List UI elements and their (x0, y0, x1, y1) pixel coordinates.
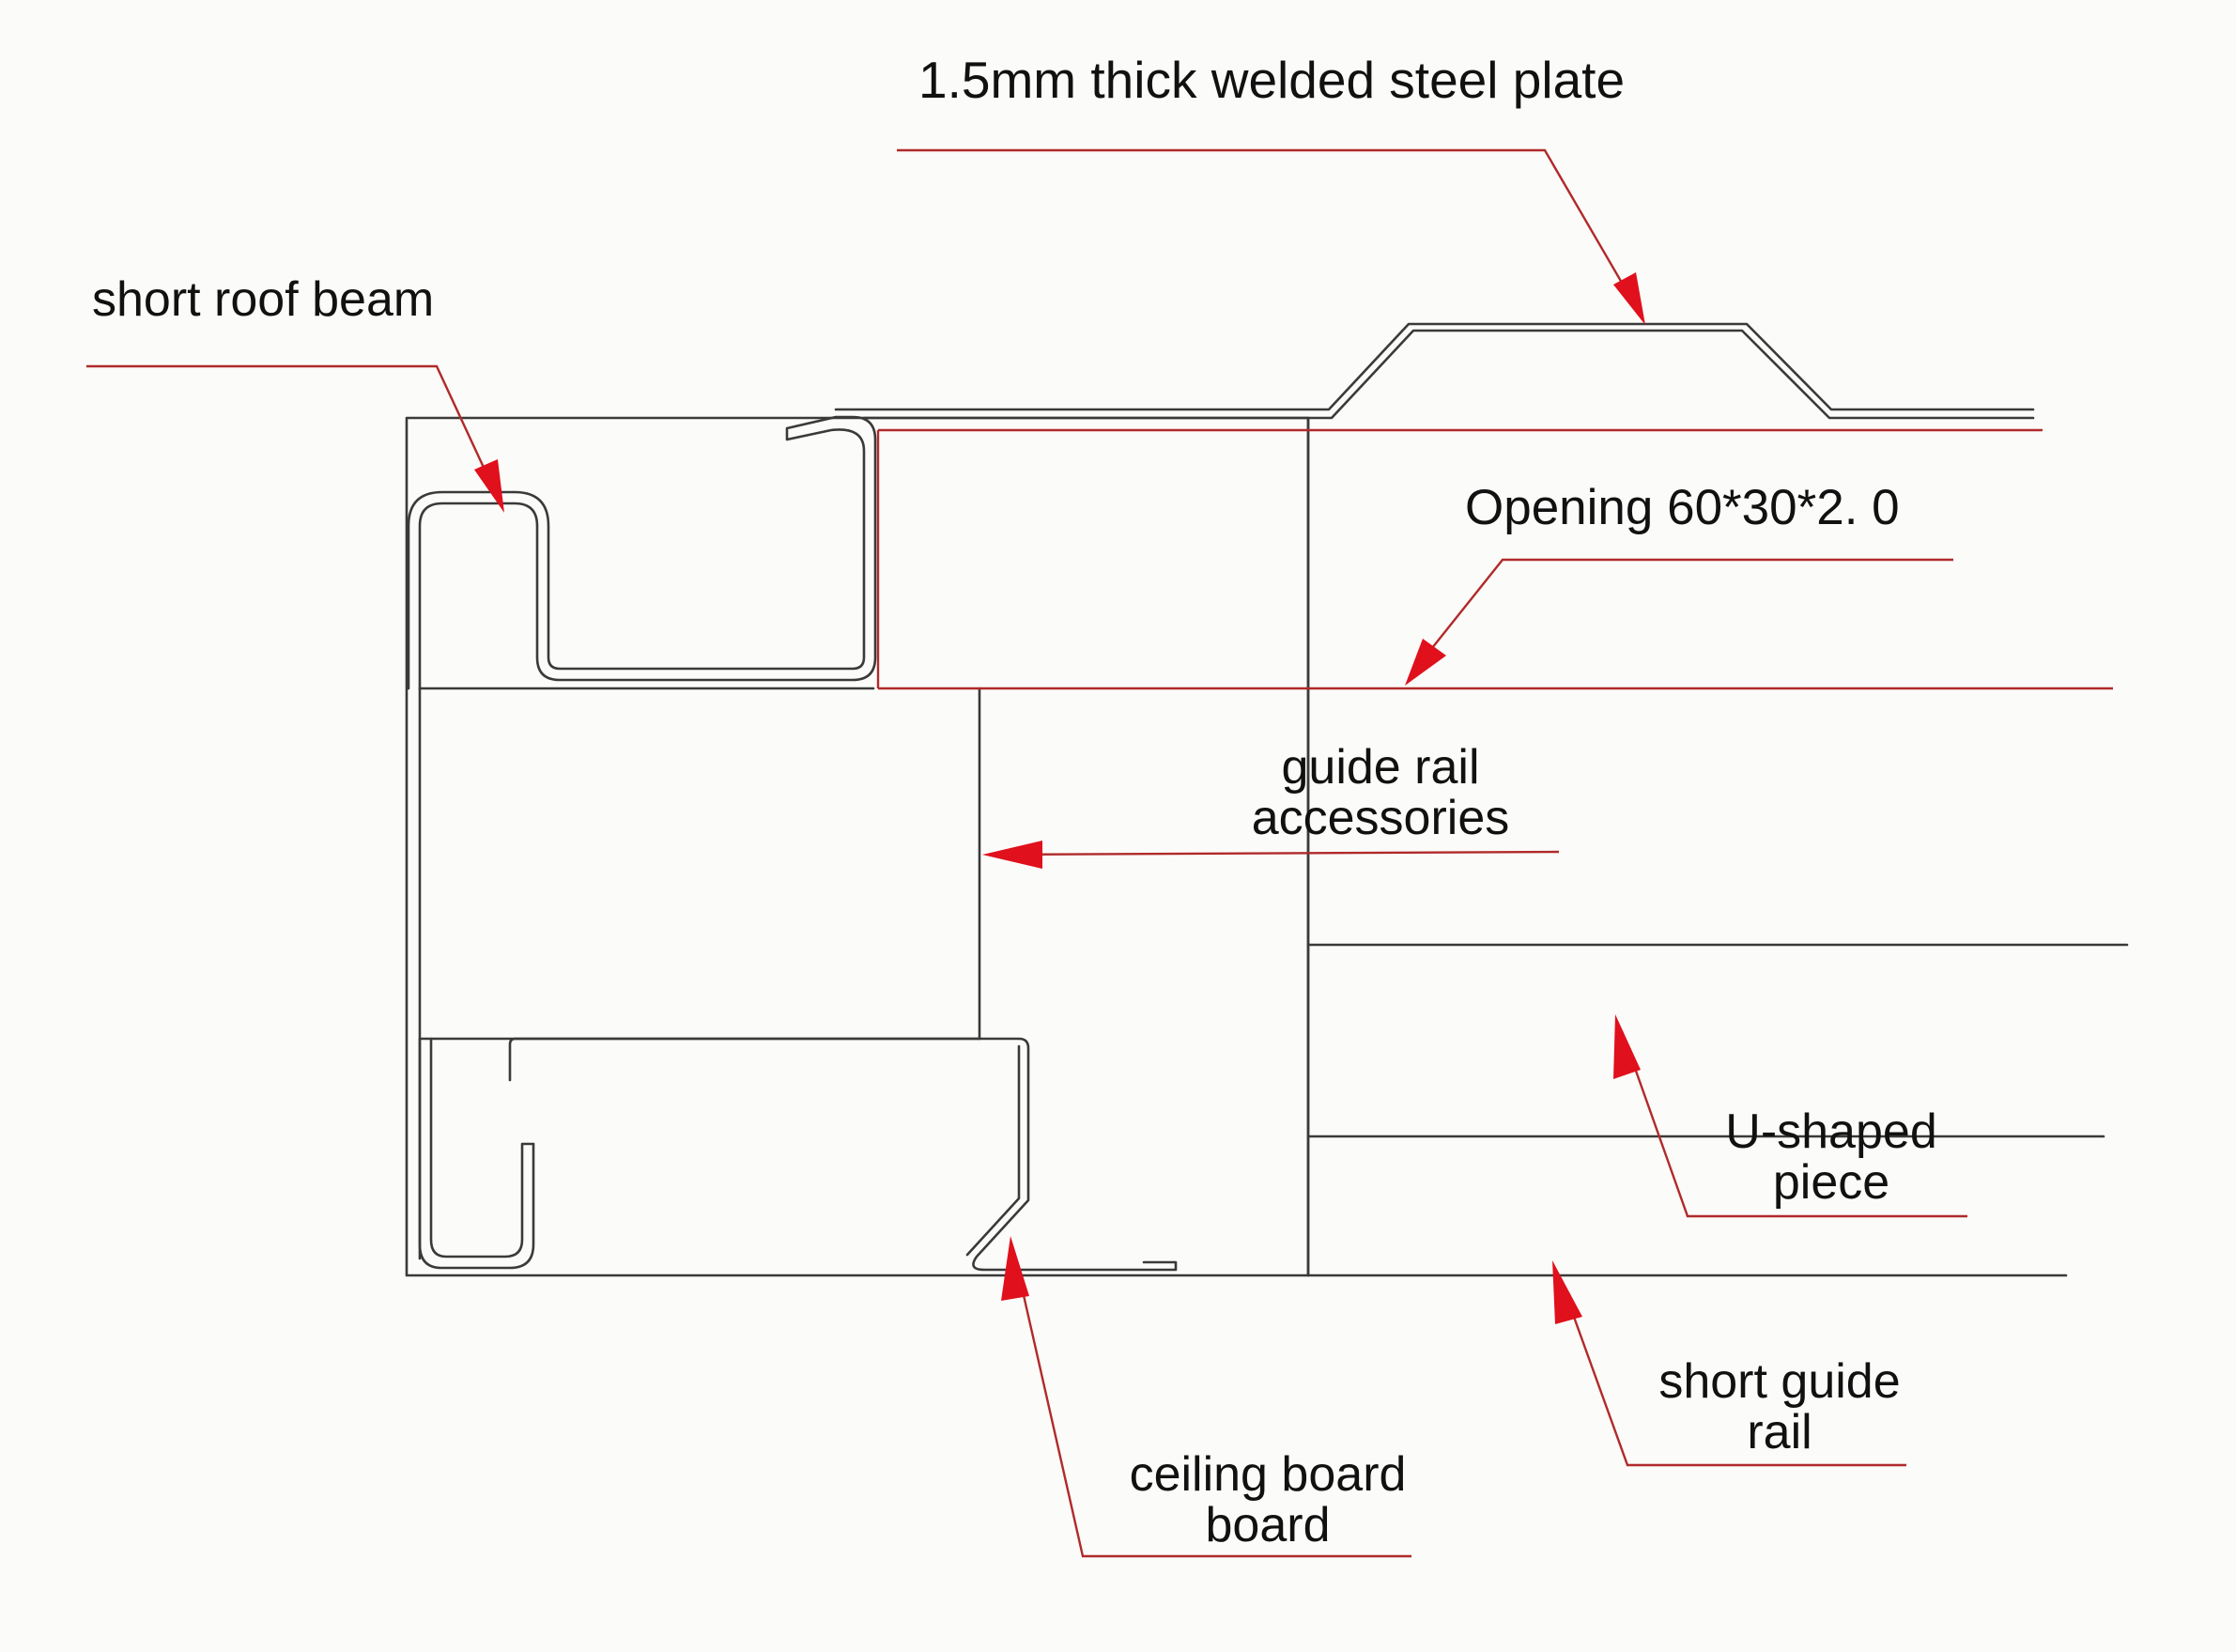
u-piece-profile-inner (965, 1044, 1021, 1257)
u-piece-lower-lip-inner (429, 1037, 535, 1258)
arrow-short-guide-rail (1552, 1260, 1582, 1324)
u-piece-profile (508, 1037, 1178, 1272)
label-ceiling-board-line1: ceiling board (1129, 1447, 1407, 1502)
arrow-ceiling-board (1001, 1236, 1029, 1301)
steel-plate-profile (834, 322, 2035, 411)
leader-roof-beam (86, 364, 500, 499)
label-u-piece-line1: U-shaped (1725, 1104, 1937, 1159)
u-piece-lower-lip (418, 1037, 535, 1270)
leader-short-guide-rail (1557, 1274, 1906, 1467)
label-opening: Opening 60*30*2. 0 (1465, 480, 1900, 535)
steel-plate-profile-inner (862, 329, 2035, 420)
arrow-opening (1405, 639, 1446, 686)
outer-frame (405, 416, 1310, 1277)
label-u-piece-line2: piece (1772, 1155, 1890, 1210)
label-roof-beam: short roof beam (92, 272, 435, 327)
leader-guide-rail (995, 850, 1560, 857)
arrow-roof-beam (474, 459, 504, 513)
leader-steel-plate (897, 148, 1641, 313)
label-ceiling-board-line2: board (1205, 1498, 1331, 1552)
roof-beam-profile (407, 415, 877, 690)
arrow-guide-rail (982, 841, 1042, 869)
label-u-piece: U-shaped piece (1690, 1106, 1972, 1208)
label-guide-rail-line2: accessories (1251, 791, 1510, 845)
structure (405, 322, 2129, 1277)
label-short-guide-rail: short guide rail (1634, 1356, 1925, 1458)
leader-ceiling-board (1012, 1253, 1411, 1558)
leader-u-piece (1620, 1030, 1967, 1218)
arrow-u-piece (1613, 1014, 1641, 1079)
leaders (86, 148, 1967, 1558)
label-ceiling-board: ceiling board board (1108, 1449, 1427, 1551)
label-guide-rail-accessories: guide rail accessories (1221, 742, 1540, 843)
label-steel-plate: 1.5mm thick welded steel plate (918, 51, 1626, 109)
leader-opening (1412, 558, 1953, 672)
arrow-steel-plate (1613, 272, 1645, 325)
opening-outline (876, 428, 2113, 690)
label-guide-rail-line1: guide rail (1281, 740, 1480, 795)
label-short-guide-rail-line2: rail (1747, 1405, 1812, 1459)
label-short-guide-rail-line1: short guide (1658, 1354, 1901, 1409)
